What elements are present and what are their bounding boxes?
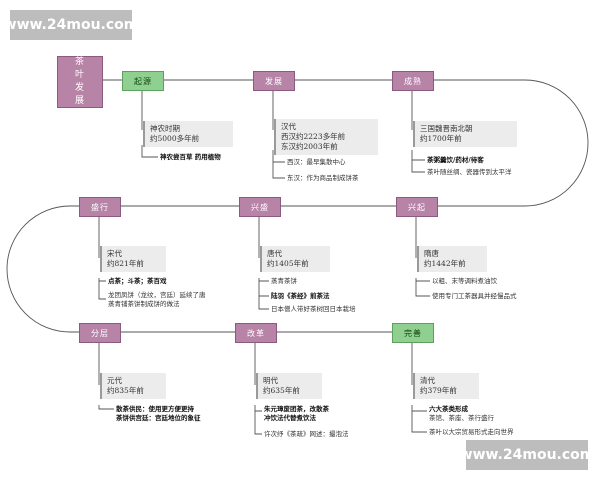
note-song-3: 蒸青铺茶饼制成饼的做法 [108,300,180,308]
era-line: 隋唐 [424,249,439,258]
era-line: 元代 [107,376,122,385]
era-line: 三国魏晋南北朝 [420,124,473,133]
era-han: 汉代 西汉约2223多年前 东汉约2003年前 [274,119,378,155]
era-line: 约5000多年前 [150,134,200,143]
stage-stratify: 分层 [79,323,121,343]
era-qing: 清代 约379年前 [413,373,479,399]
era-tang: 唐代 约1405年前 [260,246,330,272]
stage-rise: 兴起 [396,197,438,217]
note-qing-1: 六大茶类形成 [429,405,468,413]
note-three-kingdoms-1: 茶粥羹饮/药材/待客 [427,156,484,164]
era-line: 神农时期 [150,124,180,133]
era-line: 约1442年前 [424,259,466,268]
era-line: 明代 [263,376,278,385]
era-three-kingdoms: 三国魏晋南北朝 约1700年前 [413,121,517,147]
watermark-top: www.24mou.com [4,10,138,40]
watermark-bottom: www.24mou.com [460,440,594,470]
root-char-2: 叶 [74,70,85,80]
era-line: 约379年前 [420,386,457,395]
note-yuan-1: 散茶供民：使用更方便更持 [116,405,194,413]
note-tang-3: 日本僧人带好茶树回日本栽培 [271,305,356,313]
note-ming-2: 冲饮法代替煮饮法 [264,414,316,422]
era-shennong: 神农时期 约5000多年前 [143,121,233,147]
era-line: 约1700年前 [420,134,462,143]
root-char-3: 发 [74,83,85,93]
note-eastern-han: 东汉：作为商品制成饼茶 [287,174,359,182]
era-yuan: 元代 约835年前 [100,373,166,399]
era-line: 汉代 [281,122,296,131]
stage-perfect: 完善 [392,323,434,343]
stage-prosper: 兴盛 [239,197,281,217]
era-line: 约1405年前 [267,259,309,268]
root-node: 茶 叶 发 展 [57,56,103,108]
note-qing-2: 茶馆、茶座、茶行盛行 [429,414,494,422]
era-line: 约635年前 [263,386,300,395]
era-ming: 明代 约635年前 [256,373,322,399]
note-sui-tang-2: 使用专门工茶器具并经慢品式 [432,292,517,300]
note-shennong: 神农尝百草 药用植物 [160,153,221,161]
note-tang-1: 蒸青茶饼 [271,277,297,285]
note-tang-2: 陆羽《茶经》煎茶法 [271,292,330,300]
note-ming-1: 朱元璋废团茶，改散茶 [264,405,329,413]
stage-origin: 起源 [122,71,164,91]
note-sui-tang-1: 以粗、末等调料煮油饮 [432,277,497,285]
era-line: 约835年前 [107,386,144,395]
note-song-1: 点茶；斗茶；茶百戏 [108,277,167,285]
era-line: 西汉约2223多年前 [281,132,346,141]
stage-maturity: 成熟 [392,71,434,91]
era-line: 清代 [420,376,435,385]
stage-development: 发展 [253,71,295,91]
root-char-1: 茶 [74,57,85,67]
note-song-2: 龙团凤饼（龙纹，宫廷）延续了唐 [108,291,206,299]
note-qing-3: 茶叶以大宗贸易形式走向世界 [429,428,514,436]
era-song: 宋代 约821年前 [100,246,166,272]
note-three-kingdoms-2: 茶叶随丝绸、瓷器传到太平洋 [427,168,512,176]
stage-prevail: 盛行 [79,197,121,217]
era-line: 约821年前 [107,259,144,268]
stage-reform: 改革 [235,323,277,343]
root-char-4: 展 [74,96,85,106]
era-line: 唐代 [267,249,282,258]
era-sui-tang: 隋唐 约1442年前 [417,246,487,272]
era-line: 宋代 [107,249,122,258]
era-line: 东汉约2003年前 [281,142,338,151]
note-ming-3: 许次纾《茶疏》网述：撮泡法 [264,430,349,438]
note-yuan-2: 茶饼供宫廷：宫廷地位的象征 [116,414,201,422]
note-western-han: 西汉：最早集散中心 [287,158,346,166]
